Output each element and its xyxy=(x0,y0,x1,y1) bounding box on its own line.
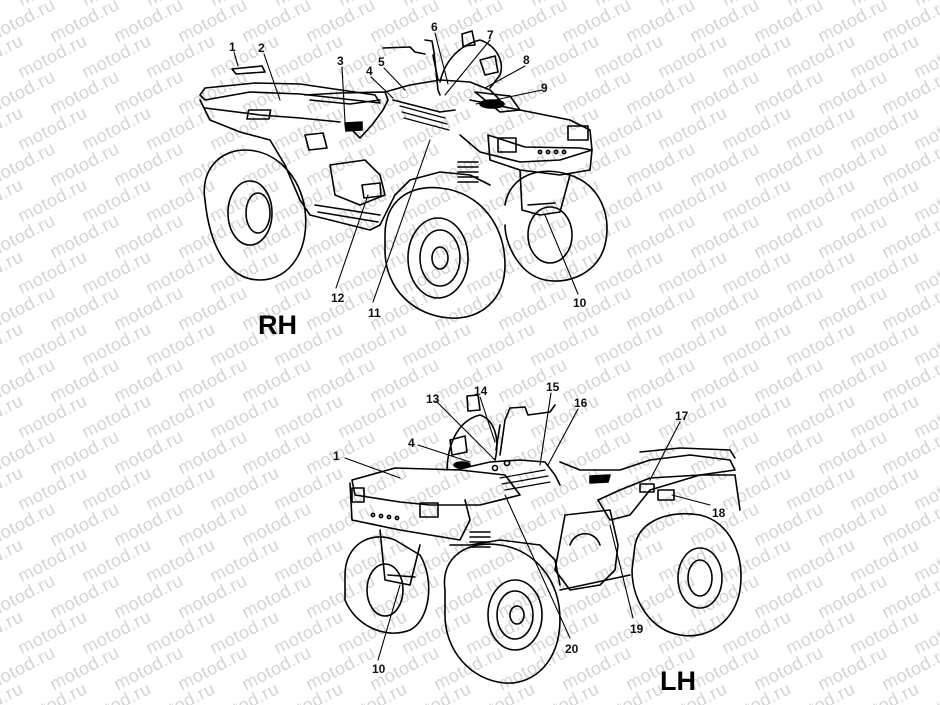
callout-number: 18 xyxy=(712,506,726,520)
callout-number: 2 xyxy=(258,41,265,55)
callout-number: 8 xyxy=(523,53,530,67)
atv-rh xyxy=(199,30,608,319)
callout-number: 7 xyxy=(487,28,494,42)
callout-number: 4 xyxy=(408,436,415,450)
callout-number: 9 xyxy=(541,81,548,95)
callout-number: 12 xyxy=(331,291,345,305)
callout-number: 10 xyxy=(573,296,587,310)
callout-number: 20 xyxy=(565,642,579,656)
callout-number: 6 xyxy=(431,20,438,34)
callout-number: 3 xyxy=(337,54,344,68)
callout-number: 5 xyxy=(378,55,385,69)
callout-number: 13 xyxy=(426,392,440,406)
callout-number: 11 xyxy=(368,306,381,320)
atv-lh xyxy=(344,392,742,684)
callout-number: 15 xyxy=(546,380,560,394)
callout-number: 1 xyxy=(333,449,340,463)
callout-number: 10 xyxy=(372,662,386,676)
callout-number: 4 xyxy=(366,64,373,78)
callout-number: 14 xyxy=(474,384,488,398)
callout-number: 19 xyxy=(630,622,644,636)
callout-number: 1 xyxy=(229,40,236,54)
callout-number: 16 xyxy=(574,396,588,410)
view-label-rh: RH xyxy=(258,310,297,340)
view-label-lh: LH xyxy=(660,666,696,696)
callout-number: 17 xyxy=(675,409,689,423)
